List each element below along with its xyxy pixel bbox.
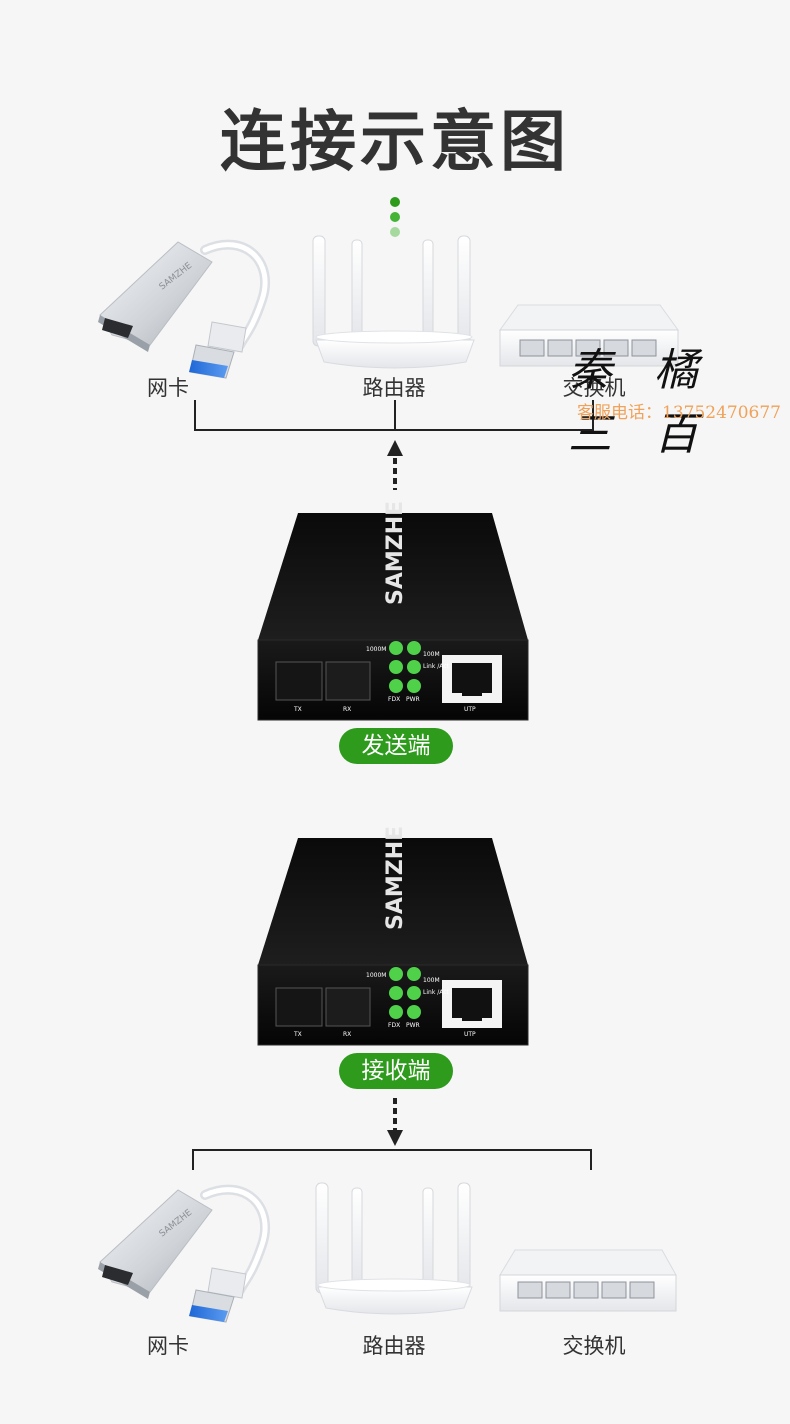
watermark-phone: 客服电话：13752470677: [577, 403, 781, 423]
media-converter-image-transmit: SAMZHE: [257, 501, 529, 721]
led-label-link-act: Link /Act: [423, 663, 450, 670]
watermark-brand: 秦 橘 三 百: [568, 345, 712, 460]
router-label: 路由器: [362, 376, 426, 400]
up-arrow-icon: [387, 440, 403, 456]
led-label-100m: 100M: [423, 651, 440, 658]
port-label-utp: UTP: [464, 706, 476, 713]
media-converter-image-receive: SAMZHE: [257, 826, 529, 1046]
led-label-link-act: Link /Act: [423, 989, 450, 996]
svg-text:SAMZHE: SAMZHE: [383, 501, 408, 605]
transmit-end-badge: 发送端: [339, 728, 453, 764]
led-label-fdx: FDX: [388, 1022, 400, 1029]
top-connection-lines: [194, 400, 594, 490]
nic-adapter-image: SAMZHE: [98, 239, 271, 379]
led-label-100m: 100M: [423, 977, 440, 984]
led-label-1000m: 1000M: [366, 972, 386, 979]
nic-adapter-image: SAMZHE: [98, 1184, 271, 1323]
switch-image: [499, 1249, 677, 1312]
nic-label: 网卡: [147, 1334, 189, 1358]
page-title: 连接示意图: [220, 103, 570, 180]
led-label-1000m: 1000M: [366, 646, 386, 653]
down-arrow-icon: [387, 1130, 403, 1146]
port-label-rx: RX: [343, 706, 351, 713]
receive-end-badge: 接收端: [339, 1053, 453, 1089]
led-label-pwr: PWR: [406, 1022, 420, 1029]
router-image: [315, 1182, 473, 1315]
port-label-utp: UTP: [464, 1031, 476, 1038]
led-label-pwr: PWR: [406, 696, 420, 703]
port-label-rx: RX: [343, 1031, 351, 1038]
switch-image: [499, 304, 679, 367]
bottom-connection-lines: [192, 1098, 592, 1170]
router-image: [312, 197, 475, 369]
router-label: 路由器: [362, 1334, 426, 1358]
switch-label: 交换机: [562, 1334, 626, 1358]
svg-text:SAMZHE: SAMZHE: [383, 826, 408, 930]
led-label-fdx: FDX: [388, 696, 400, 703]
port-label-tx: TX: [293, 1031, 302, 1038]
nic-label: 网卡: [147, 376, 189, 400]
port-label-tx: TX: [293, 706, 302, 713]
switch-label: 交换机: [562, 376, 626, 400]
